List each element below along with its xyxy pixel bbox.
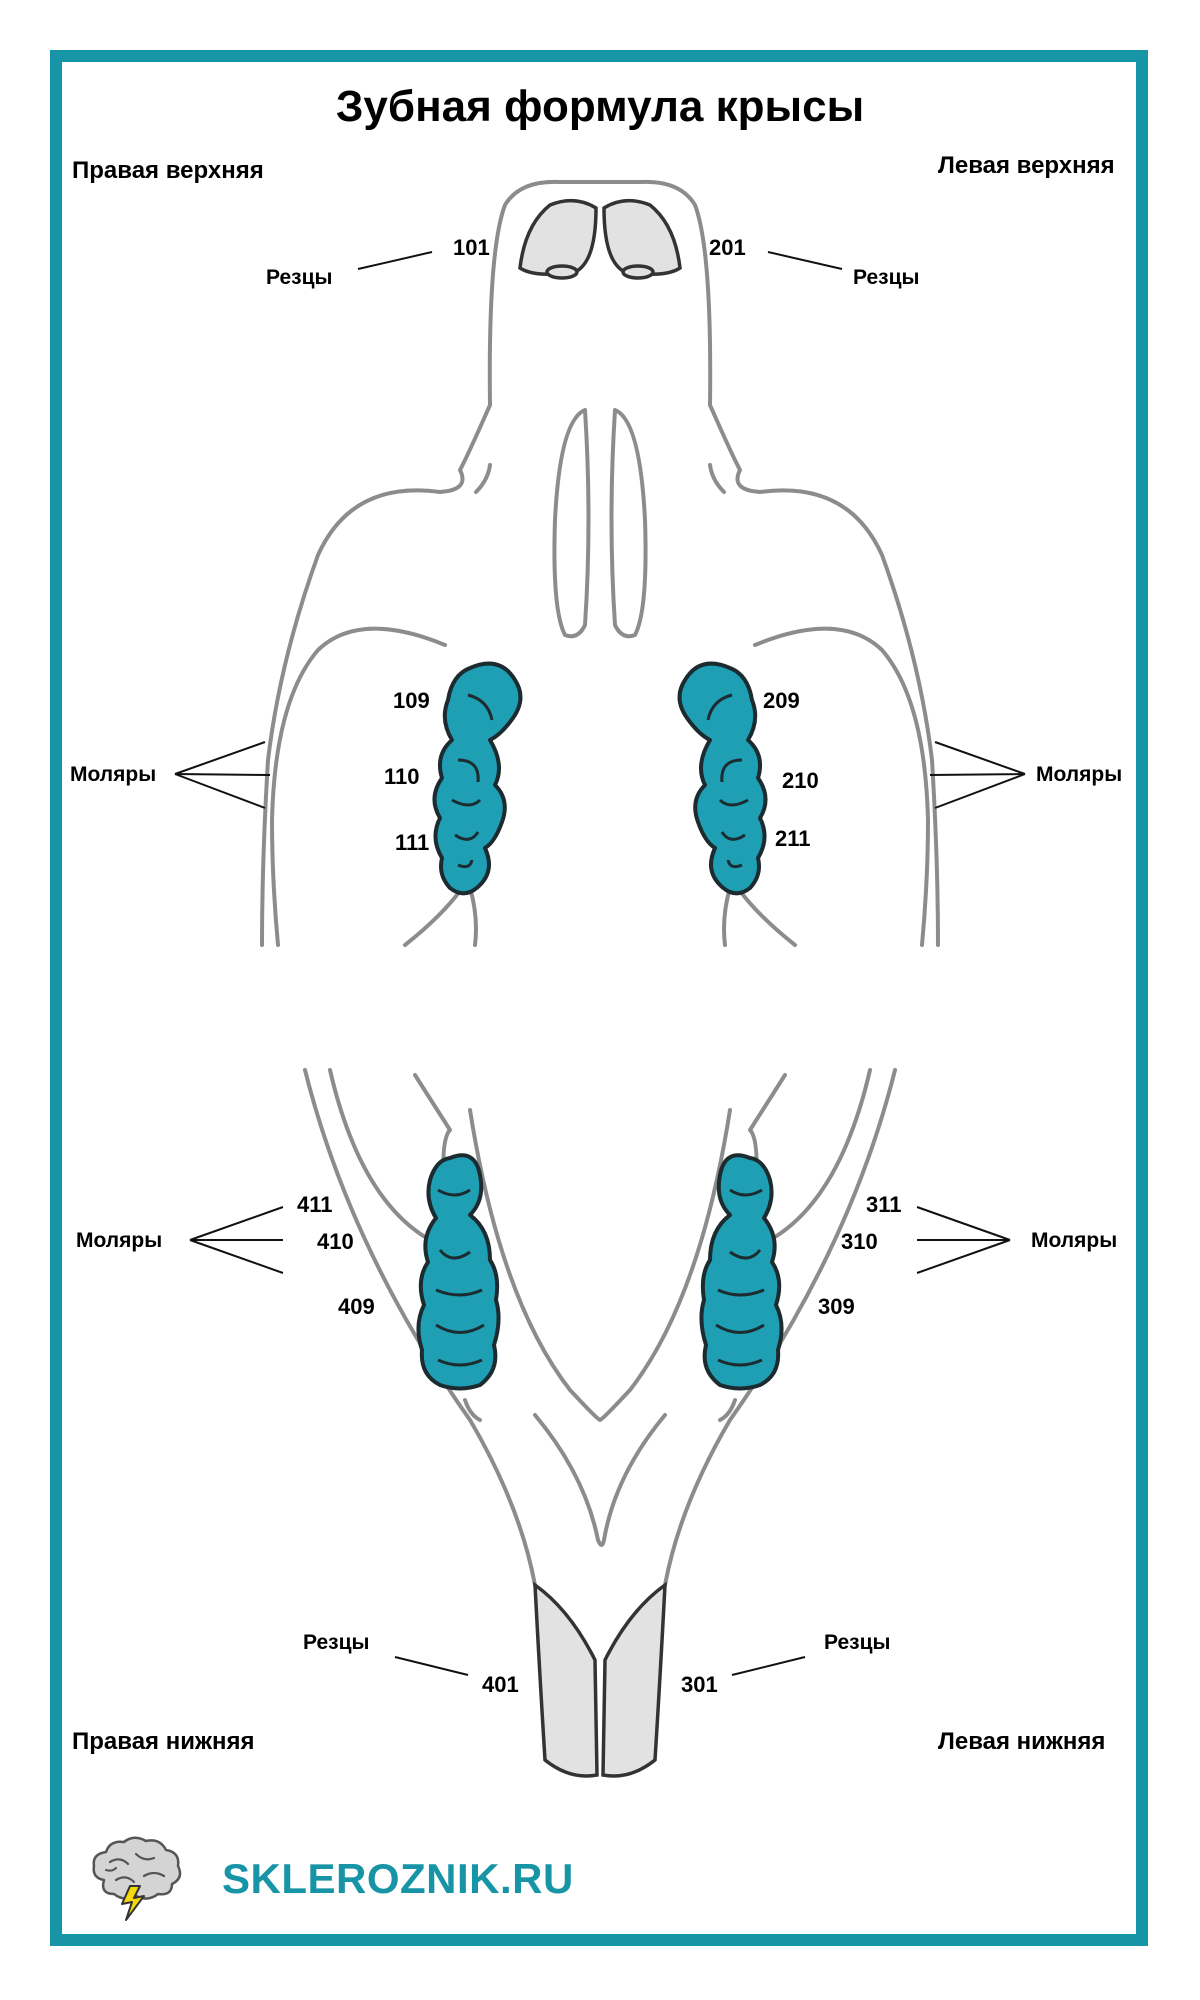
quadrant-lower-left-label: Левая нижняя [938, 1728, 1106, 1755]
upper-left-molars [677, 661, 768, 896]
page-frame [50, 50, 1148, 1946]
tooth-number-109: 109 [393, 688, 430, 713]
lower-jaw [303, 1068, 897, 1587]
lower-incisors [533, 1581, 667, 1778]
upper-right-molars [432, 661, 523, 896]
lower-left-incisors-label: Резцы [824, 1631, 891, 1654]
tooth-number-201: 201 [709, 235, 746, 260]
lower-left-molars-label: Моляры [1031, 1229, 1118, 1252]
lower-left-molars [699, 1153, 784, 1391]
upper-left-molars-label: Моляры [1036, 763, 1123, 786]
leader-lines [174, 251, 1026, 1676]
tooth-number-309: 309 [818, 1294, 855, 1319]
lower-right-molars [416, 1153, 501, 1391]
tooth-number-311: 311 [866, 1192, 902, 1217]
tooth-number-209: 209 [763, 688, 800, 713]
upper-skull [260, 179, 940, 947]
tooth-number-110: 110 [384, 764, 420, 789]
brand-name: SKLEROZNIK.RU [222, 1855, 574, 1902]
tooth-number-111: 111 [395, 830, 430, 855]
quadrant-lower-right-label: Правая нижняя [72, 1728, 255, 1755]
lower-right-molars-label: Моляры [76, 1229, 163, 1252]
tooth-number-301: 301 [681, 1672, 718, 1697]
upper-right-incisors-label: Резцы [266, 266, 333, 289]
tooth-number-101: 101 [453, 235, 490, 260]
quadrant-upper-left-label: Левая верхняя [938, 152, 1115, 179]
tooth-number-401: 401 [482, 1672, 519, 1697]
upper-right-molars-label: Моляры [70, 763, 157, 786]
upper-left-incisors-label: Резцы [853, 266, 920, 289]
upper-incisors [518, 198, 682, 280]
quadrant-upper-right-label: Правая верхняя [72, 157, 264, 184]
tooth-number-409: 409 [338, 1294, 375, 1319]
brain-lightning-logo-icon [92, 1836, 182, 1921]
tooth-number-211: 211 [775, 826, 811, 851]
tooth-number-410: 410 [317, 1229, 354, 1254]
tooth-number-210: 210 [782, 768, 819, 793]
tooth-number-411: 411 [297, 1192, 333, 1217]
page-title: Зубная формула крысы [335, 82, 865, 131]
tooth-number-310: 310 [841, 1229, 878, 1254]
lower-right-incisors-label: Резцы [303, 1631, 370, 1654]
